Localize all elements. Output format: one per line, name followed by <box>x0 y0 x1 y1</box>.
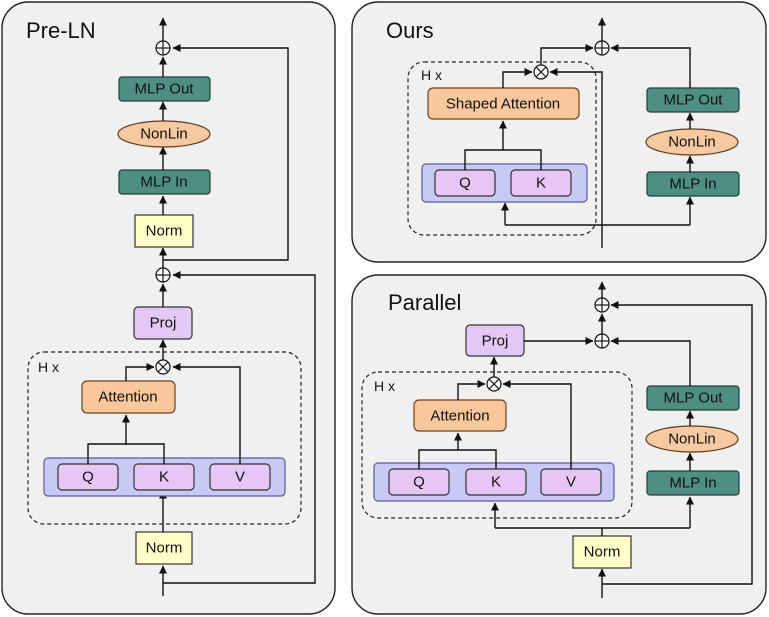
ours-add-icon <box>594 40 610 56</box>
preln-multiply-icon <box>155 359 171 375</box>
preln-mlp-in-label: MLP In <box>140 174 187 191</box>
parallel-k-label: K <box>491 474 501 491</box>
preln-attention-label: Attention <box>98 389 157 406</box>
parallel-arrow-attn-to-mult <box>457 380 486 400</box>
parallel-norm-label: Norm <box>584 544 621 561</box>
parallel-mlp-in-label: MLP In <box>669 475 716 492</box>
parallel-mlp-out-label: MLP Out <box>664 390 724 407</box>
ours-shaped-attention-label: Shaped Attention <box>446 96 560 113</box>
ours-mlp-in-block <box>646 171 740 197</box>
ours-mlp-out-block <box>646 87 740 113</box>
preln-mlp-in-block <box>118 169 211 195</box>
preln-q-label: Q <box>82 469 94 486</box>
preln-residual-1 <box>163 271 316 584</box>
ours-multiply-icon <box>533 64 549 80</box>
preln-v-label: V <box>235 469 245 486</box>
preln-panel: Pre-LN Norm H x Q K V Attention <box>1 1 336 615</box>
parallel-multiply-icon <box>486 376 502 392</box>
ours-arrow-input-to-mult <box>549 68 603 225</box>
preln-mlp-out-block <box>118 76 211 102</box>
preln-add-icon-2 <box>155 40 171 56</box>
parallel-mlp-out-block <box>646 385 740 411</box>
ours-q-label: Q <box>459 175 471 192</box>
ours-nonlin-block <box>645 128 739 156</box>
preln-norm2-label: Norm <box>146 223 183 240</box>
preln-norm1-label: Norm <box>146 540 183 557</box>
preln-mlp-out-label: MLP Out <box>135 81 195 98</box>
ours-nonlin-label: NonLin <box>668 134 716 151</box>
preln-attention-block <box>81 380 176 414</box>
parallel-q-label: Q <box>413 474 425 491</box>
parallel-attention-label: Attention <box>430 408 489 425</box>
parallel-add-icon-2 <box>594 297 610 313</box>
preln-add-icon-1 <box>155 267 171 283</box>
ours-arrow-attn-to-mult <box>502 68 533 88</box>
ours-title: Ours <box>386 18 434 43</box>
preln-k-label: K <box>159 469 169 486</box>
parallel-nonlin-block <box>645 425 739 453</box>
ours-heads-box <box>407 61 597 236</box>
preln-heads-box <box>27 351 302 525</box>
parallel-add-icon-1 <box>594 333 610 349</box>
preln-title: Pre-LN <box>26 18 96 43</box>
preln-nonlin-block <box>117 120 211 148</box>
ours-panel: Ours H x Q K Shaped Attention MLP In <box>351 1 767 263</box>
parallel-mlp-in-block <box>646 470 740 496</box>
ours-mlp-in-label: MLP In <box>669 176 716 193</box>
parallel-panel: Parallel Norm H x Q K V Attention <box>351 274 767 615</box>
preln-residual-2 <box>163 44 289 261</box>
parallel-attention-block <box>413 399 507 432</box>
preln-norm1-block <box>135 531 193 565</box>
parallel-panel-background <box>351 274 767 615</box>
parallel-nonlin-label: NonLin <box>668 431 716 448</box>
parallel-proj-label: Proj <box>482 333 509 350</box>
parallel-heads-box <box>361 371 633 519</box>
ours-k-label: K <box>536 175 546 192</box>
parallel-title: Parallel <box>388 290 461 315</box>
ours-arrow-mult-to-add <box>540 44 594 65</box>
parallel-arrow-mlp-to-add <box>610 337 691 386</box>
preln-arrow-v-to-mult <box>172 363 241 464</box>
parallel-norm-block <box>572 535 632 569</box>
parallel-v-label: V <box>566 474 576 491</box>
ours-arrow-mlp-to-add <box>610 44 691 88</box>
preln-norm2-block <box>134 214 194 248</box>
preln-arrow-attention-to-mult <box>125 363 155 381</box>
preln-nonlin-label: NonLin <box>140 126 188 143</box>
preln-heads-label: H x <box>38 359 59 375</box>
ours-heads-label: H x <box>421 67 442 83</box>
parallel-arrow-v-to-mult <box>502 380 572 469</box>
ours-mlp-out-label: MLP Out <box>664 92 724 109</box>
preln-proj-label: Proj <box>150 315 177 332</box>
parallel-residual <box>602 301 753 585</box>
parallel-heads-label: H x <box>374 378 395 394</box>
